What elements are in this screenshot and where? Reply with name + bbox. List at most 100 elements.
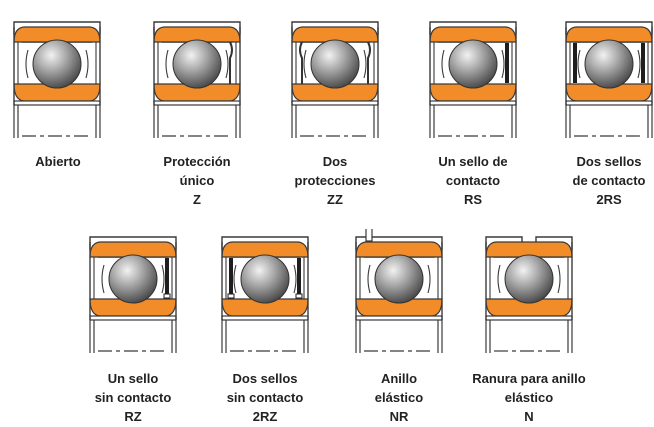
caption-line: ZZ	[327, 192, 343, 207]
caption-line: Protección	[163, 154, 231, 169]
cage	[441, 49, 445, 79]
caption-line: Anillo	[380, 371, 418, 386]
inner-ring-base	[89, 315, 177, 321]
bearing-open	[0, 14, 122, 144]
ball	[504, 254, 554, 304]
shield	[299, 41, 303, 84]
inner-ring-base	[429, 100, 517, 106]
seal	[573, 43, 577, 83]
inner-ring-base	[153, 100, 241, 106]
seal	[297, 258, 301, 294]
shield	[229, 41, 233, 84]
bearing-contact-seal	[408, 14, 538, 144]
bearing-double-shield	[270, 14, 400, 144]
bearing-double-contact-seal-drawing	[565, 21, 653, 138]
seal	[165, 258, 169, 294]
bearing-non-contact-seal-drawing	[89, 236, 177, 353]
caption-line: 2RS	[596, 192, 622, 207]
caption-line: Dos	[322, 154, 348, 169]
ball	[32, 39, 82, 89]
caption-line: Un sello de	[438, 154, 508, 169]
caption-line: único	[179, 173, 215, 188]
inner-ring-base	[221, 315, 309, 321]
caption-contact-seal: Un sello de contacto RS	[373, 152, 573, 209]
bearing-non-contact-seal	[68, 229, 198, 359]
cage	[363, 49, 367, 79]
caption-double-contact-seal: Dos sellos de contacto 2RS	[509, 152, 654, 209]
cage	[497, 264, 501, 294]
caption-snap-ring: Anillo elástico NR	[299, 369, 499, 426]
cage	[637, 49, 641, 79]
ball	[448, 39, 498, 89]
ball	[374, 254, 424, 304]
caption-double-non-contact-seal: Dos sellos sin contacto 2RZ	[165, 369, 365, 426]
cage	[303, 49, 307, 79]
bearing-snap-ring-groove	[464, 229, 594, 359]
cage	[367, 264, 371, 294]
caption-line: sin contacto	[94, 390, 172, 405]
inner-ring-base	[355, 315, 443, 321]
bearing-snap-ring-groove-drawing	[485, 236, 573, 353]
caption-non-contact-seal: Un sello sin contacto RZ	[33, 369, 233, 426]
cage	[293, 264, 297, 294]
caption-line: de contacto	[572, 173, 646, 188]
caption-line: Dos sellos	[232, 371, 298, 386]
cage	[25, 49, 29, 79]
ball	[310, 39, 360, 89]
caption-snap-ring-groove: Ranura para anillo elástico N	[429, 369, 629, 426]
cage	[233, 264, 237, 294]
seal	[505, 43, 509, 83]
caption-line: N	[524, 409, 534, 424]
cage	[85, 49, 89, 79]
cage	[101, 264, 105, 294]
snap-ring	[365, 229, 373, 242]
cage	[225, 49, 229, 79]
bearing-double-non-contact-seal	[200, 229, 330, 359]
ball	[240, 254, 290, 304]
seal-gap	[227, 293, 235, 299]
bearing-double-non-contact-seal-drawing	[221, 236, 309, 353]
bearing-contact-seal-drawing	[429, 21, 517, 138]
seal	[229, 258, 233, 294]
caption-line: RZ	[124, 409, 142, 424]
seal	[641, 43, 645, 83]
caption-line: elástico	[374, 390, 424, 405]
inner-ring-base	[291, 100, 379, 106]
cage	[427, 264, 431, 294]
caption-line: sin contacto	[226, 390, 304, 405]
cage	[165, 49, 169, 79]
bearing-open-drawing	[13, 21, 101, 138]
ball	[584, 39, 634, 89]
cage	[557, 264, 561, 294]
caption-line: Ranura para anillo	[472, 371, 586, 386]
cage	[161, 264, 165, 294]
caption-line: elástico	[504, 390, 554, 405]
bearing-double-contact-seal	[544, 14, 654, 144]
ball	[172, 39, 222, 89]
inner-ring-base	[13, 100, 101, 106]
caption-line: protecciones	[294, 173, 376, 188]
inner-ring-base	[565, 100, 653, 106]
caption-shield: Protección único Z	[97, 152, 297, 209]
cage	[501, 49, 505, 79]
bearing-shield-drawing	[153, 21, 241, 138]
cage	[577, 49, 581, 79]
caption-line: Z	[193, 192, 201, 207]
bearing-snap-ring-drawing	[355, 229, 443, 353]
caption-line: Dos sellos	[576, 154, 642, 169]
caption-line: contacto	[445, 173, 501, 188]
shield	[367, 41, 371, 84]
seal-gap	[295, 293, 303, 299]
caption-double-shield: Dos protecciones ZZ	[235, 152, 435, 209]
caption-line: 2RZ	[252, 409, 278, 424]
bearing-snap-ring	[334, 229, 464, 359]
caption-line: Un sello	[107, 371, 159, 386]
bearing-double-shield-drawing	[291, 21, 379, 138]
bearing-shield	[132, 14, 262, 144]
caption-open: Abierto	[0, 152, 158, 171]
caption-line: RS	[463, 192, 483, 207]
seal-gap	[163, 293, 171, 299]
inner-ring-base	[485, 315, 573, 321]
caption-line: NR	[389, 409, 409, 424]
ball	[108, 254, 158, 304]
